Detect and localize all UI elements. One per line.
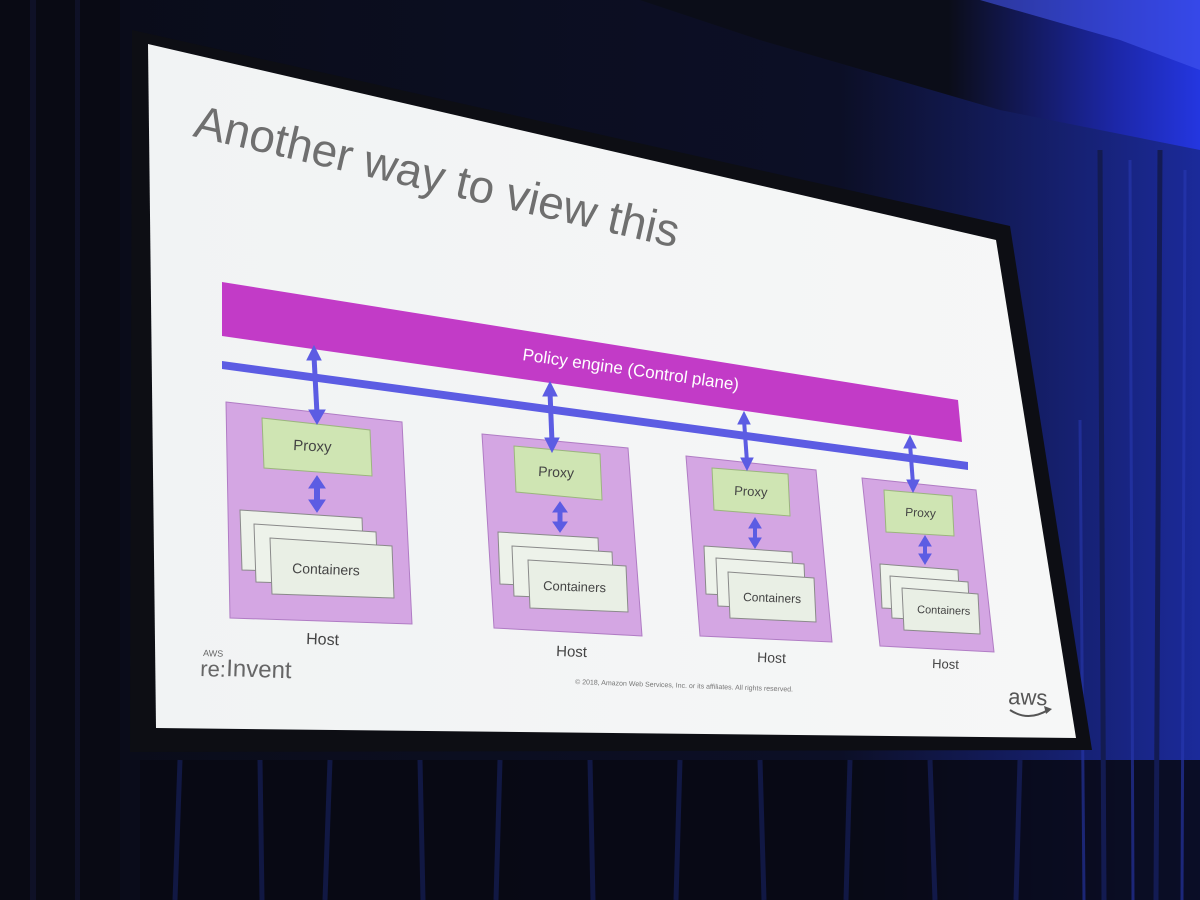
host-label: Host: [556, 643, 588, 661]
proxy-box: [711, 467, 791, 517]
proxy-label: Proxy: [293, 437, 333, 456]
proxy-label: Proxy: [905, 505, 936, 521]
ceiling-light-strip: [980, 0, 1200, 70]
ceiling: [640, 0, 1200, 150]
host-2: Proxy Containers Host: [481, 380, 643, 661]
aws-logo-text: aws: [1008, 684, 1048, 710]
reinvent-logo-aws: AWS: [203, 648, 224, 659]
double-arrow-icon: [737, 410, 762, 549]
container-card: [269, 537, 395, 599]
double-arrow-icon: [542, 380, 568, 533]
host-label: Host: [932, 656, 960, 672]
host-1: Proxy Containers Host: [225, 344, 413, 649]
proxy-box: [883, 489, 955, 537]
reinvent-logo-invent: Invent: [226, 655, 293, 684]
host-label: Host: [757, 649, 786, 666]
service-mesh-line: [222, 361, 968, 470]
reinvent-logo-re: re:: [200, 656, 227, 682]
host-label: Host: [306, 631, 340, 649]
proxy-label: Proxy: [538, 463, 575, 481]
container-card: [527, 559, 629, 613]
containers-label: Containers: [543, 578, 607, 595]
proxy-label: Proxy: [734, 483, 768, 500]
container-card: [727, 571, 817, 623]
double-arrow-icon: [903, 434, 932, 565]
containers-label: Containers: [743, 590, 801, 606]
containers-label: Containers: [917, 604, 971, 618]
host-4: Proxy Containers Host: [861, 434, 995, 672]
policy-engine-bar: [222, 282, 962, 442]
double-arrow-icon: [306, 344, 326, 513]
aws-smile-icon: [1009, 709, 1049, 717]
container-card: [901, 587, 981, 635]
containers-label: Containers: [292, 560, 360, 578]
proxy-box: [513, 445, 603, 501]
proxy-box: [261, 417, 373, 477]
reinvent-logo: AWS re: Invent: [200, 648, 293, 684]
aws-smile-arrow-icon: [1044, 706, 1052, 714]
host-3: Proxy Containers Host: [685, 410, 833, 666]
aws-logo: aws: [1008, 684, 1052, 717]
